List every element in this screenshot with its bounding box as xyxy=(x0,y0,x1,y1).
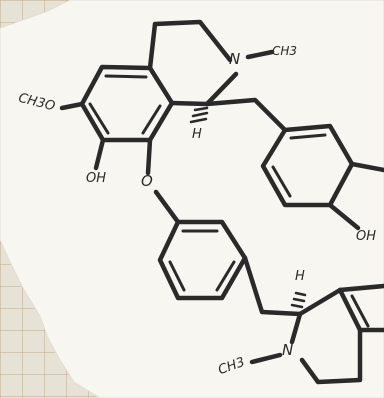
hydrogen-label-top: H xyxy=(192,127,202,142)
ring-right-double-bond-1 xyxy=(289,133,327,140)
hash-bond-top xyxy=(189,106,209,124)
nitrogen-label-top: N xyxy=(229,50,241,68)
piperidine-ring-top xyxy=(147,19,233,71)
n-methyl-bond-top xyxy=(245,49,275,60)
ring-middle-double-bond-2 xyxy=(215,260,236,292)
ether-bond-upper xyxy=(145,137,153,176)
ring-right-double-bond-2 xyxy=(271,165,292,198)
ring-left-double-bond-2 xyxy=(88,102,110,135)
bottom-ring-edge-bond xyxy=(337,287,363,333)
piperidine-ring-bottom xyxy=(299,327,363,385)
ring-left-double-bond-3 xyxy=(141,104,162,135)
bottom-ring-double-bond xyxy=(350,294,370,328)
methylene-bridge-bottom xyxy=(242,255,303,317)
hydroxyl-label-left: OH xyxy=(86,171,107,186)
piperidine-top-bond-n-c xyxy=(204,71,239,107)
ether-oxygen-label: O xyxy=(141,172,153,190)
benzene-ring-middle xyxy=(157,219,248,301)
piperidine-top-bond-c-ring xyxy=(169,100,210,107)
benzene-ring-bottom xyxy=(337,283,384,293)
ring-middle-double-bond-3 xyxy=(168,260,186,292)
methoxy-bond xyxy=(59,101,85,111)
ring-right-edge-bond-1 xyxy=(349,161,384,173)
hydroxyl-bond-left xyxy=(93,137,106,171)
methyl-label-top: CH3 xyxy=(272,44,298,58)
piperidine-bottom-bond-1 xyxy=(289,311,303,345)
hydroxyl-label-right: OH xyxy=(356,229,377,244)
ether-bond-lower xyxy=(153,189,181,225)
hash-bond-bottom xyxy=(290,291,307,309)
hydrogen-label-bottom: H xyxy=(295,269,305,284)
ring-right-edge-bond-2 xyxy=(327,202,361,231)
n-methyl-bond-bottom xyxy=(249,352,283,365)
molecule-drawing xyxy=(59,19,384,385)
methylene-bridge-top xyxy=(204,97,288,133)
nitrogen-label-bottom: N xyxy=(282,341,294,359)
ring-left-double-bond-1 xyxy=(104,74,148,79)
bottom-bond-to-ring xyxy=(297,287,343,317)
